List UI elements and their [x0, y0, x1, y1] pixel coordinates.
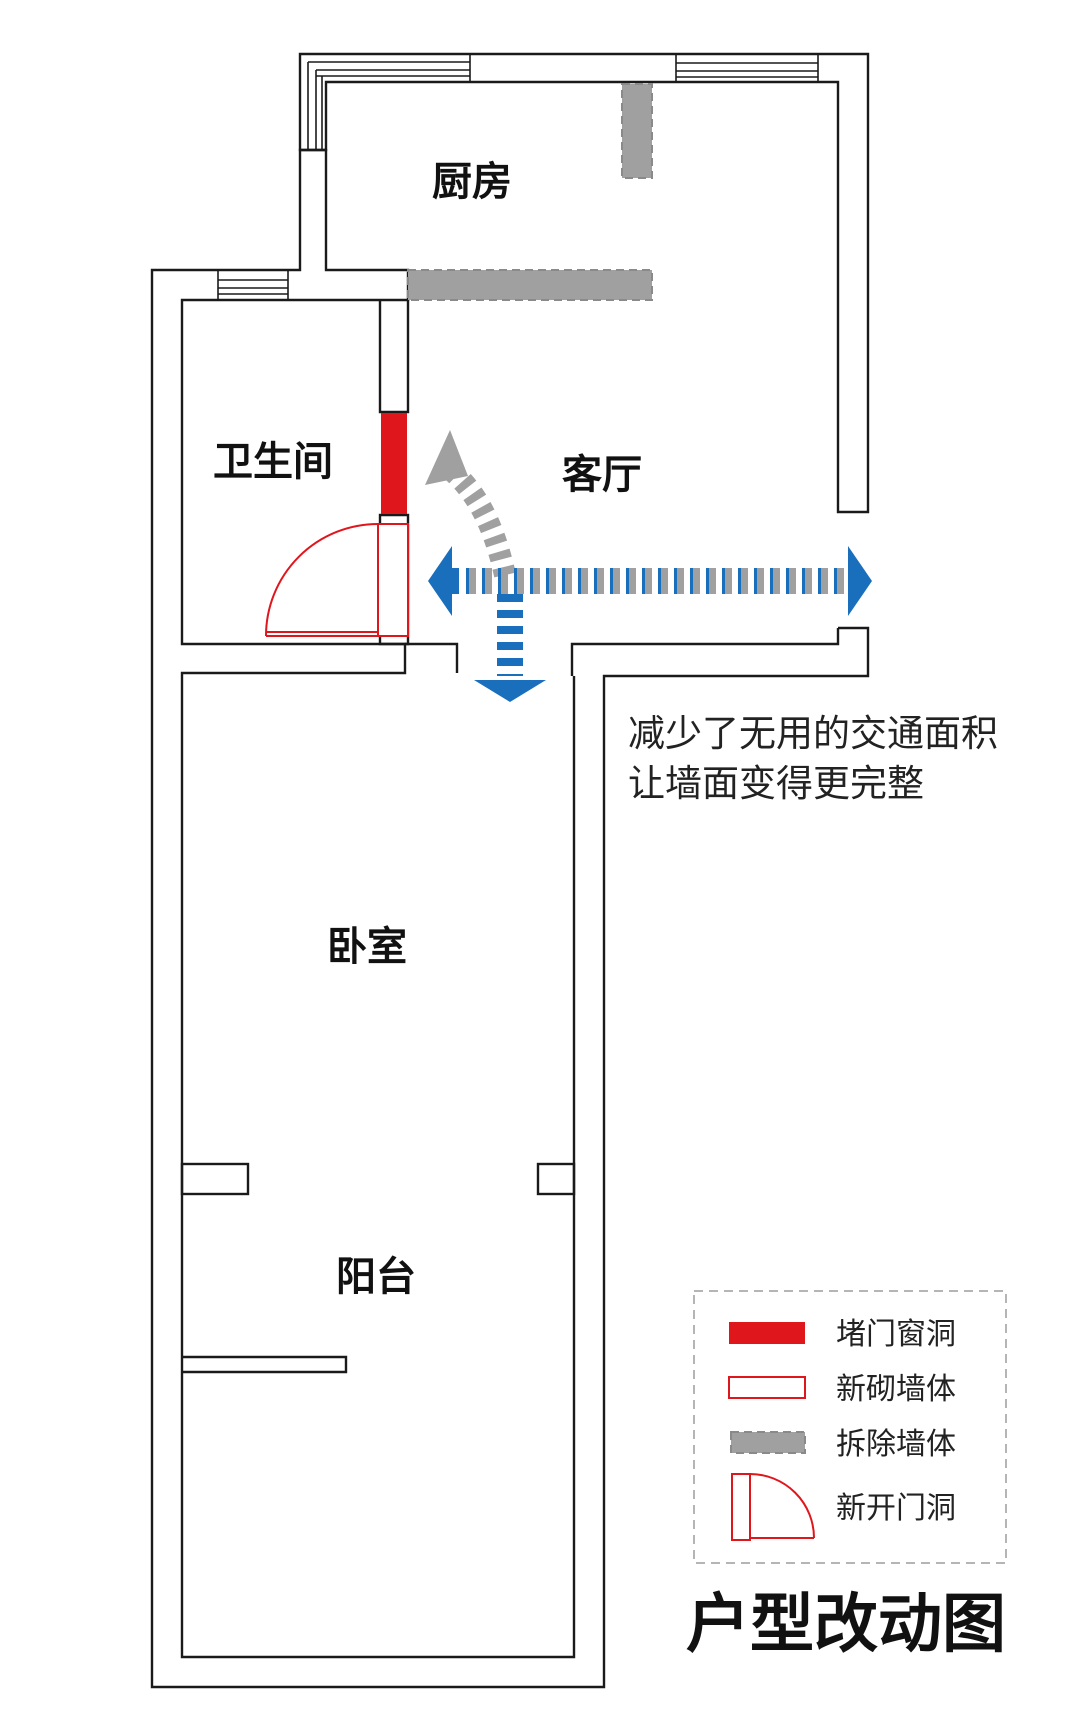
label-kitchen: 厨房 [432, 159, 512, 205]
legend-label-new-wall: 新砌墙体 [836, 1372, 956, 1407]
note-line-1: 减少了无用的交通面积 [628, 712, 998, 755]
legend-label-removed: 拆除墙体 [836, 1427, 956, 1462]
outer-wall-right-lower [150, 148, 870, 1689]
label-balcony: 阳台 [336, 1254, 416, 1300]
legend-swatch-new-wall [728, 1376, 806, 1399]
corridor-wall-right [570, 628, 840, 676]
label-bedroom: 卧室 [327, 924, 407, 970]
blue-arrow-head-left [428, 546, 452, 616]
gray-curved-arrow [438, 456, 516, 578]
blocked-opening [381, 413, 407, 514]
label-living: 客厅 [562, 452, 642, 498]
legend-frame [693, 1290, 1007, 1564]
bathroom-wall-right [378, 300, 410, 414]
note-line-2: 让墙面变得更完整 [628, 762, 924, 805]
legend-swatch-removed [730, 1431, 806, 1454]
removed-walls [407, 83, 653, 301]
legend-label-new-door: 新开门洞 [836, 1491, 956, 1526]
legend: 堵门窗洞 新砌墙体 拆除墙体 新开门洞 [693, 1290, 1007, 1564]
bedroom-pier-right [536, 1162, 576, 1196]
removed-wall-kitchen-bottom [407, 269, 653, 301]
window-top-right [675, 54, 819, 82]
removed-wall-kitchen-top [621, 83, 653, 179]
window-top-left [307, 54, 471, 150]
legend-label-blocked: 堵门窗洞 [836, 1317, 956, 1352]
blue-arrow-head-down [474, 680, 546, 702]
windows [217, 54, 819, 300]
bedroom-pier-left [180, 1162, 250, 1196]
legend-swatch-blocked [729, 1322, 805, 1344]
legend-swatch-new-door [731, 1473, 815, 1541]
corridor-wall-left [405, 642, 459, 673]
blue-arrow-head-right [848, 546, 872, 616]
circulation-arrows [425, 430, 872, 702]
new-door [265, 523, 409, 637]
window-bathroom [217, 270, 289, 300]
page-title: 户型改动图 [686, 1588, 1006, 1662]
balcony-wall [182, 1355, 348, 1374]
label-bathroom: 卫生间 [213, 439, 333, 485]
gray-arrow-head [425, 430, 468, 485]
